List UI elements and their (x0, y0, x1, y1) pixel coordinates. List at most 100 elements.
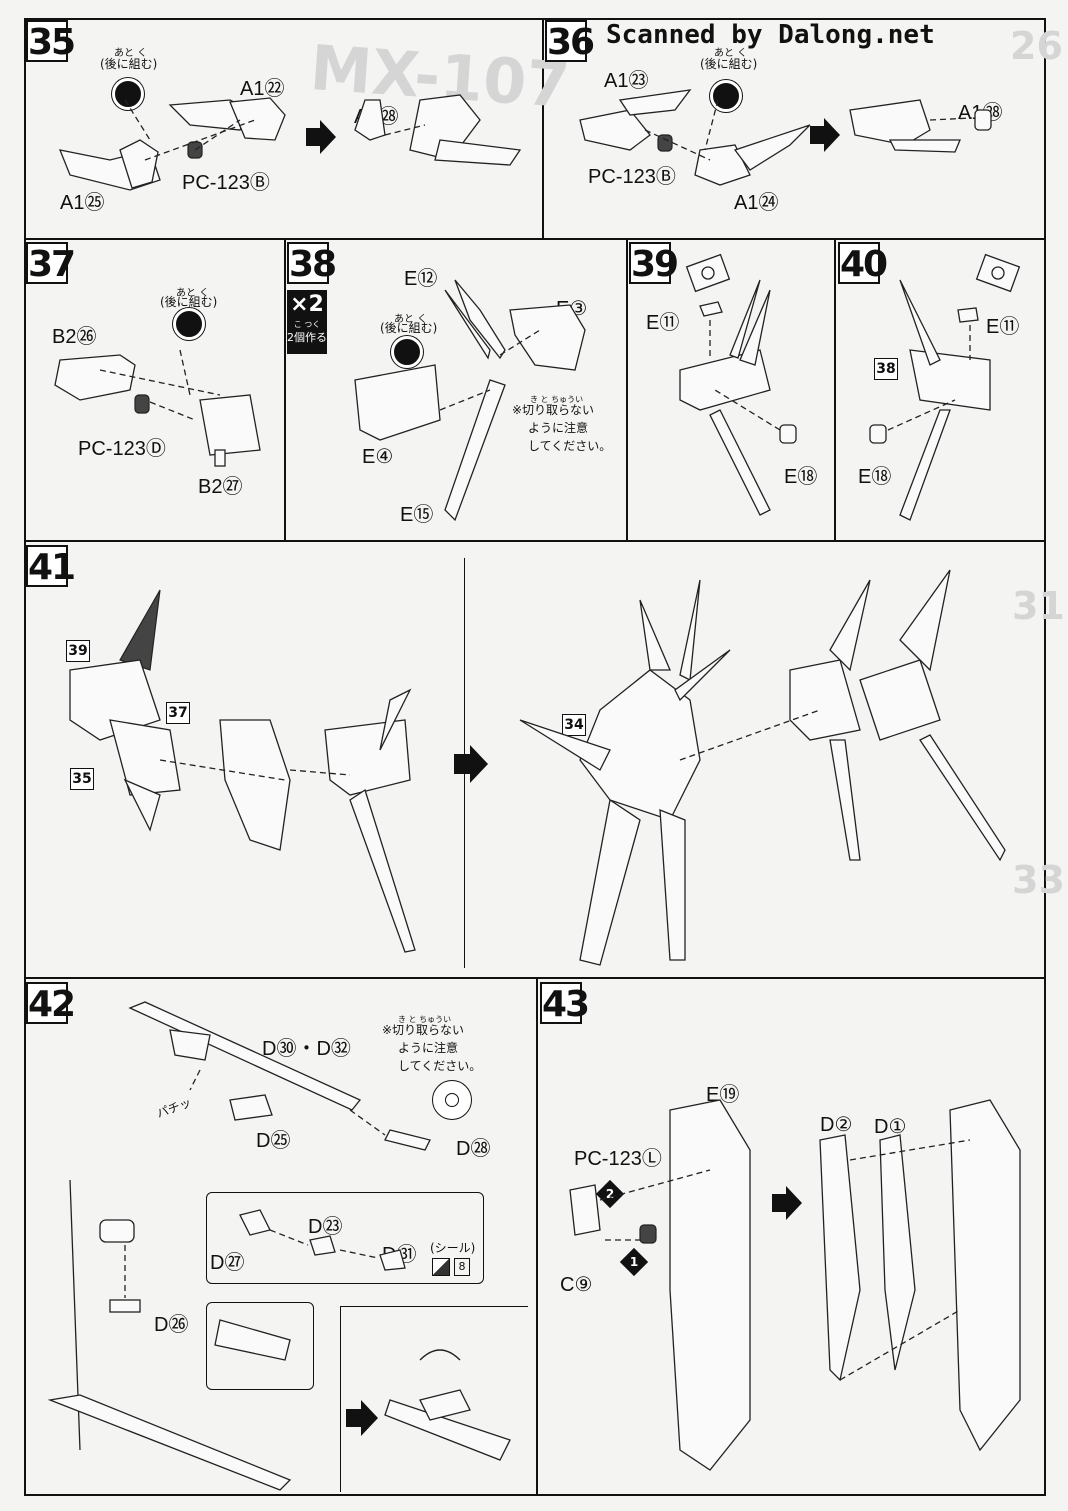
step-38-number: 38 (287, 242, 337, 285)
step-38-part-e12: E⑫ (404, 268, 438, 290)
step-41-next-arrow-icon (454, 745, 488, 783)
step-42-seal-label: (シール) (430, 1241, 476, 1255)
step-42-part-d23: D㉓ (308, 1216, 343, 1238)
step-42-sub-box-1 (206, 1192, 484, 1284)
step-36-part-a1-24: A1㉔ (734, 192, 779, 214)
step-38-attach-dot-icon (391, 336, 423, 368)
col-divider-38-39 (626, 238, 628, 542)
step-36-part-pc123b: PC-123Ⓑ (588, 166, 676, 188)
step-41-right-drawing (519, 569, 1006, 966)
step-42-sub-box-2 (206, 1302, 314, 1390)
step-41-ref-39: 39 (66, 640, 90, 662)
step-42-part-d30-d32: D㉚・D㉜ (262, 1038, 351, 1060)
step-41-ref-37: 37 (166, 702, 190, 724)
step-38-multiplier: ×2 (290, 292, 324, 317)
step-37-part-b2-26: B2㉖ (52, 326, 97, 348)
step-42-part-d25: D㉕ (256, 1130, 291, 1152)
step-35-note-ruby: あと く (114, 48, 148, 59)
step-38-multiplier-badge: ×2 こ つく 2個作る (287, 290, 327, 354)
step-37-part-pc123d: PC-123Ⓓ (78, 438, 166, 460)
step-43-part-pc123l: PC-123Ⓛ (574, 1148, 662, 1170)
step-41-number: 41 (26, 545, 76, 588)
step-39-part-e11: E⑪ (646, 312, 680, 334)
step-38-drawing (354, 279, 586, 522)
step-42-caution-line-1: ※切り取らない (382, 1023, 465, 1037)
step-42-part-d27: D㉗ (210, 1252, 245, 1274)
step-36-number: 36 (545, 20, 595, 63)
step-35-drawing (58, 94, 522, 191)
step-40-part-e18: E⑱ (858, 466, 892, 488)
step-36-drawing (579, 89, 992, 186)
step-36-note: (後に組む) (700, 57, 758, 71)
step-39-drawing (679, 253, 797, 516)
row-divider-2 (24, 540, 1046, 542)
step-38-note: (後に組む) (380, 321, 438, 335)
step-42-inner-divider-h (340, 1306, 528, 1307)
step-38-multiplier-ruby: こ つく (293, 320, 321, 329)
col-divider-35-36 (542, 18, 544, 240)
step-41-ref-35: 35 (70, 768, 94, 790)
step-43-next-arrow-icon (772, 1186, 802, 1220)
step-35-note: (後に組む) (100, 57, 158, 71)
step-42-caution-line-2: ように注意 (398, 1041, 459, 1055)
col-divider-42-43 (536, 977, 538, 1496)
step-42-inner-divider-v (340, 1306, 341, 1492)
step-36-note-ruby: あと く (714, 48, 748, 59)
step-43-part-d2: D② (820, 1114, 853, 1136)
step-42-number: 42 (26, 982, 76, 1025)
step-35-part-a1-25: A1㉕ (60, 192, 105, 214)
ghost-print-2: 26 (1010, 24, 1063, 68)
scanner-watermark: Scanned by Dalong.net (606, 20, 935, 50)
step-42-caution-line-3: してください。 (398, 1059, 482, 1073)
ghost-print-4: 33 (1012, 858, 1065, 902)
step-42-caution-ruby: き と ちゅうい (398, 1015, 452, 1024)
step-43-part-c9: C⑨ (560, 1274, 593, 1296)
step-42-part-d26: D㉖ (154, 1314, 189, 1336)
step-35-part-a1-22: A1㉒ (240, 78, 285, 100)
ghost-print-3: 31 (1012, 584, 1065, 628)
step-40-ref-38: 38 (874, 358, 898, 380)
step-41-ref-34: 34 (562, 714, 586, 736)
step-41-left-drawing (69, 589, 416, 953)
step-35-part-pc123b: PC-123Ⓑ (182, 172, 270, 194)
step-38-note-ruby: あと く (394, 314, 428, 325)
col-divider-37-38 (284, 238, 286, 542)
step-40-drawing (869, 253, 1021, 521)
step-38-part-e15: E⑮ (400, 504, 434, 526)
step-37-attach-dot-icon (173, 308, 205, 340)
page-frame (24, 18, 1046, 1496)
col-divider-39-40 (834, 238, 836, 542)
step-37-part-b2-27: B2㉗ (198, 476, 243, 498)
step-38-part-e4: E④ (362, 446, 394, 468)
step-38-caution-line-2: ように注意 (528, 421, 589, 435)
step-37-number: 37 (26, 242, 76, 285)
step-43-drawing (569, 1099, 1021, 1471)
step-42-next-arrow-icon (346, 1400, 378, 1436)
step-42-part-d28: D㉘ (456, 1138, 491, 1160)
row-divider-1 (24, 238, 1046, 240)
step-39-number: 39 (629, 242, 679, 285)
step-36-attach-dot-icon (710, 80, 742, 112)
step-42-drawing (47, 1001, 511, 1491)
step-38-multiplier-note: 2個作る (287, 331, 327, 344)
step-35-number: 35 (26, 20, 76, 63)
step-38-caution-line-1: ※切り取らない (512, 403, 595, 417)
step-35-next-arrow-icon (306, 120, 336, 154)
step-42-detail-icon (432, 1080, 472, 1120)
step-37-note: (後に組む) (160, 295, 218, 309)
step-38-caution-line-3: してください。 (528, 439, 612, 453)
step-43-number: 43 (540, 982, 590, 1025)
step-37-drawing (54, 349, 261, 467)
step-36-part-a1-23: A1㉓ (604, 70, 649, 92)
step-43-part-d1: D① (874, 1116, 907, 1138)
step-42-seal-icon (432, 1258, 450, 1276)
step-36-next-arrow-icon (810, 118, 840, 152)
step-40-number: 40 (838, 242, 888, 285)
step-40-part-e11: E⑪ (986, 316, 1020, 338)
row-divider-3 (24, 977, 1046, 979)
step-37-note-ruby: あと く (176, 288, 210, 299)
step-39-part-e18: E⑱ (784, 466, 818, 488)
step-38-caution-ruby: き と ちゅうい (530, 395, 584, 404)
step-42-seal-number: 8 (454, 1258, 470, 1276)
